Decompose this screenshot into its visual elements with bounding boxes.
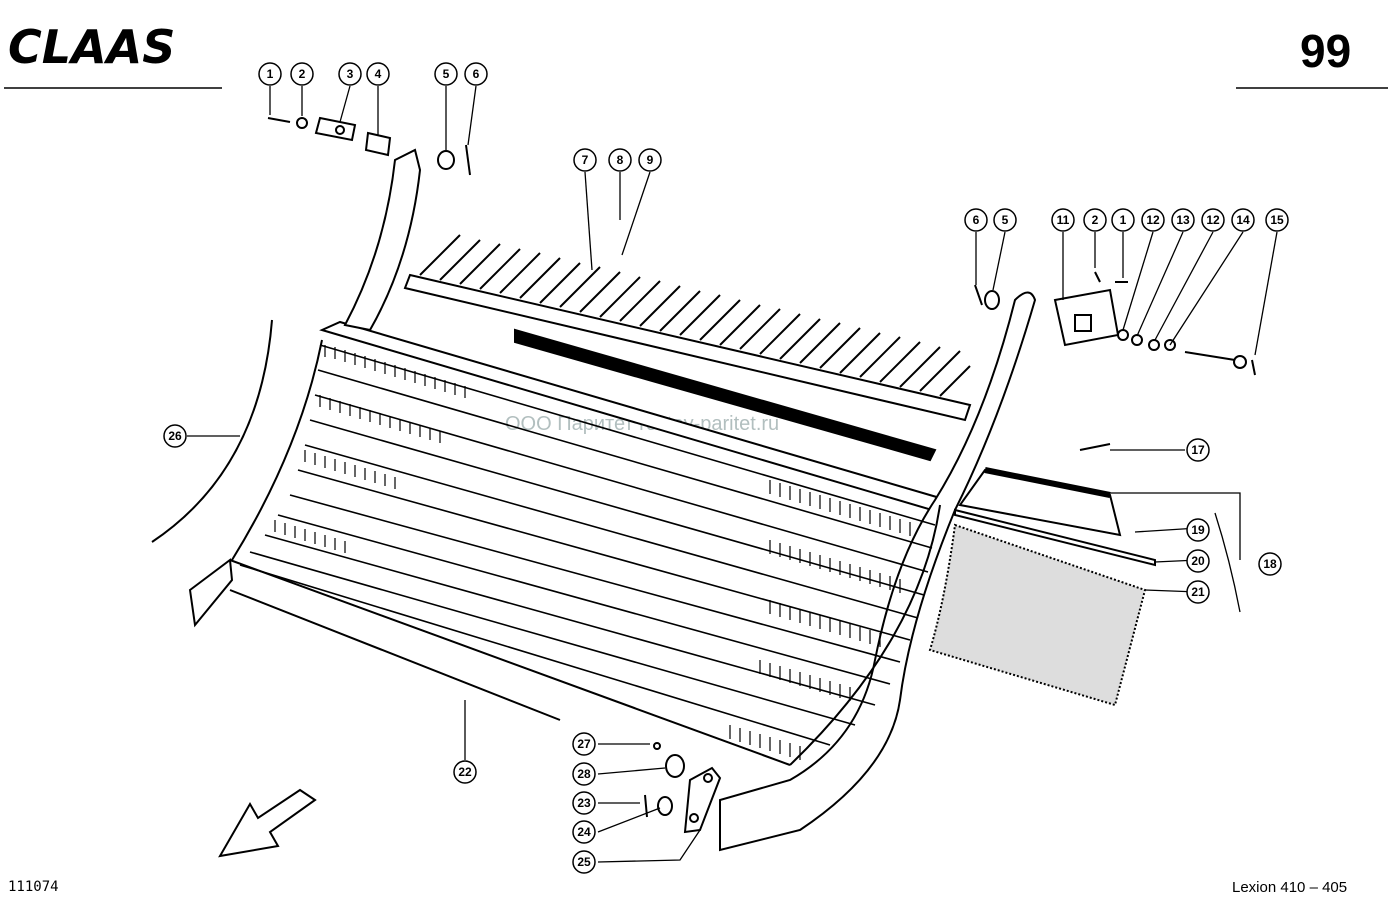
svg-text:6: 6	[473, 67, 480, 81]
callout-1-right: 1	[1111, 208, 1135, 232]
callout-11: 11	[1051, 208, 1075, 232]
svg-text:24: 24	[577, 825, 591, 839]
svg-text:14: 14	[1236, 213, 1250, 227]
svg-text:17: 17	[1191, 443, 1205, 457]
svg-text:5: 5	[1002, 213, 1009, 227]
callout-20: 20	[1186, 549, 1210, 573]
callout-2-right: 2	[1083, 208, 1107, 232]
top-right-hardware	[974, 271, 1256, 451]
callout-18: 18	[1258, 552, 1282, 576]
callout-2: 2	[290, 62, 314, 86]
callout-17: 17	[1186, 438, 1210, 462]
callout-7: 7	[573, 148, 597, 172]
svg-text:7: 7	[582, 153, 589, 167]
callout-22: 22	[453, 760, 477, 784]
deflector-curve	[151, 319, 273, 543]
callout-5: 5	[434, 62, 458, 86]
svg-text:28: 28	[577, 767, 591, 781]
callout-12: 12	[1141, 208, 1165, 232]
callout-19: 19	[1186, 518, 1210, 542]
svg-text:8: 8	[617, 153, 624, 167]
svg-text:1: 1	[267, 67, 274, 81]
top-left-hardware	[267, 116, 471, 176]
svg-text:1: 1	[1120, 213, 1127, 227]
callout-23: 23	[572, 791, 596, 815]
callout-6-right: 6	[964, 208, 988, 232]
svg-text:2: 2	[1092, 213, 1099, 227]
pivot-parts	[644, 742, 722, 834]
svg-text:15: 15	[1270, 213, 1284, 227]
drawing-number: 111074	[8, 879, 59, 895]
callout-14: 14	[1231, 208, 1255, 232]
callout-15: 15	[1265, 208, 1289, 232]
callout-4: 4	[366, 62, 390, 86]
brand-logo: CLAAS	[8, 20, 175, 74]
svg-text:25: 25	[577, 855, 591, 869]
svg-text:19: 19	[1191, 523, 1205, 537]
model-label: Lexion 410 – 405	[1232, 879, 1347, 896]
svg-text:21: 21	[1191, 585, 1205, 599]
callout-1: 1	[258, 62, 282, 86]
svg-text:6: 6	[973, 213, 980, 227]
svg-text:13: 13	[1176, 213, 1190, 227]
callout-13: 13	[1171, 208, 1195, 232]
svg-text:22: 22	[458, 765, 472, 779]
tine-comb	[403, 234, 972, 462]
leader-lines	[187, 85, 1278, 863]
svg-text:11: 11	[1057, 213, 1070, 227]
page-number: 99	[1300, 25, 1351, 77]
callouts: 1 2 3 4 5 6 7 8 9 6 5 11 2 1 12 13 12 14…	[163, 62, 1289, 874]
svg-text:18: 18	[1263, 557, 1277, 571]
svg-text:23: 23	[577, 796, 591, 810]
callout-3: 3	[338, 62, 362, 86]
svg-text:27: 27	[577, 737, 591, 751]
concave-assembly	[188, 148, 1037, 852]
callout-5-right: 5	[993, 208, 1017, 232]
callout-12-second: 12	[1201, 208, 1225, 232]
callout-28: 28	[572, 762, 596, 786]
callout-25: 25	[572, 850, 596, 874]
direction-arrow-icon	[218, 788, 317, 858]
svg-text:12: 12	[1146, 213, 1160, 227]
cover-plate	[928, 467, 1156, 707]
svg-text:4: 4	[375, 67, 382, 81]
svg-text:9: 9	[647, 153, 654, 167]
callout-6: 6	[464, 62, 488, 86]
callout-24: 24	[572, 820, 596, 844]
callout-21: 21	[1186, 580, 1210, 604]
callout-27: 27	[572, 732, 596, 756]
callout-9: 9	[638, 148, 662, 172]
callout-8: 8	[608, 148, 632, 172]
svg-text:3: 3	[347, 67, 354, 81]
svg-text:5: 5	[443, 67, 450, 81]
grate-bars	[239, 344, 936, 746]
svg-text:20: 20	[1191, 554, 1205, 568]
grate-wires	[274, 345, 911, 760]
callout-26: 26	[163, 424, 187, 448]
svg-text:26: 26	[168, 429, 182, 443]
svg-text:12: 12	[1206, 213, 1220, 227]
svg-text:2: 2	[299, 67, 306, 81]
